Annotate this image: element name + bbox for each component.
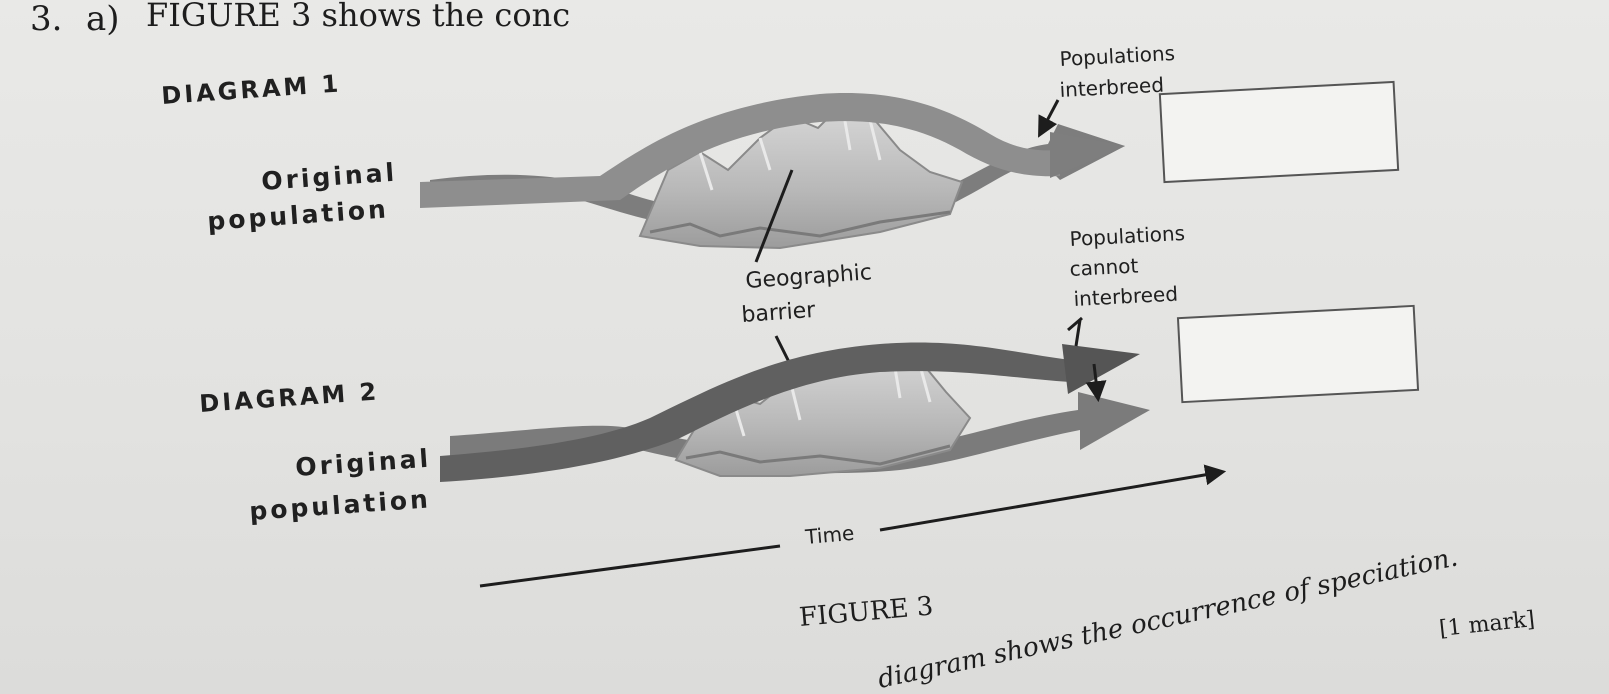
diagram2-upper-stream <box>440 342 1070 482</box>
diagram2-original-line1: Original <box>294 444 432 482</box>
marks-label: [1 mark] <box>1438 607 1536 642</box>
diagram-2: DIAGRAM 2 Original population Population… <box>198 221 1420 526</box>
diagram-1: DIAGRAM 1 Original population Population… <box>160 41 1400 250</box>
question-tail: diagram shows the occurrence of speciati… <box>875 542 1460 694</box>
diagram1-outcome-line1: Populations <box>1059 41 1176 71</box>
barrier-line2: barrier <box>741 298 817 328</box>
diagram1-lower-stream <box>430 124 1125 234</box>
diagram2-original-line2: population <box>248 484 431 526</box>
diagram1-original-line2: population <box>206 194 389 236</box>
figure-caption: FIGURE 3 <box>798 591 934 633</box>
question-part: a) <box>86 0 120 39</box>
diagram2-outcome-line2: cannot <box>1069 253 1139 281</box>
time-label: Time <box>803 521 855 549</box>
diagram1-title: DIAGRAM 1 <box>160 69 342 109</box>
diagram1-answer-box[interactable] <box>1158 80 1400 184</box>
diagram2-outcome-line1: Populations <box>1069 221 1186 251</box>
diagram2-outcome-line3: interbreed <box>1073 282 1179 311</box>
barrier-line1: Geographic <box>745 260 873 294</box>
diagram1-outcome-line2: interbreed <box>1059 73 1165 102</box>
diagram2-answer-box[interactable] <box>1176 304 1420 404</box>
diagram1-original-line1: Original <box>260 158 398 196</box>
question-intro: FIGURE 3 shows the conc <box>146 0 570 34</box>
time-axis: Time <box>479 464 1227 588</box>
diagram1-upper-stream <box>420 93 1060 208</box>
diagram2-title: DIAGRAM 2 <box>198 377 380 417</box>
question-number: 3. <box>30 0 62 39</box>
diagram2-lower-stream <box>450 392 1150 474</box>
